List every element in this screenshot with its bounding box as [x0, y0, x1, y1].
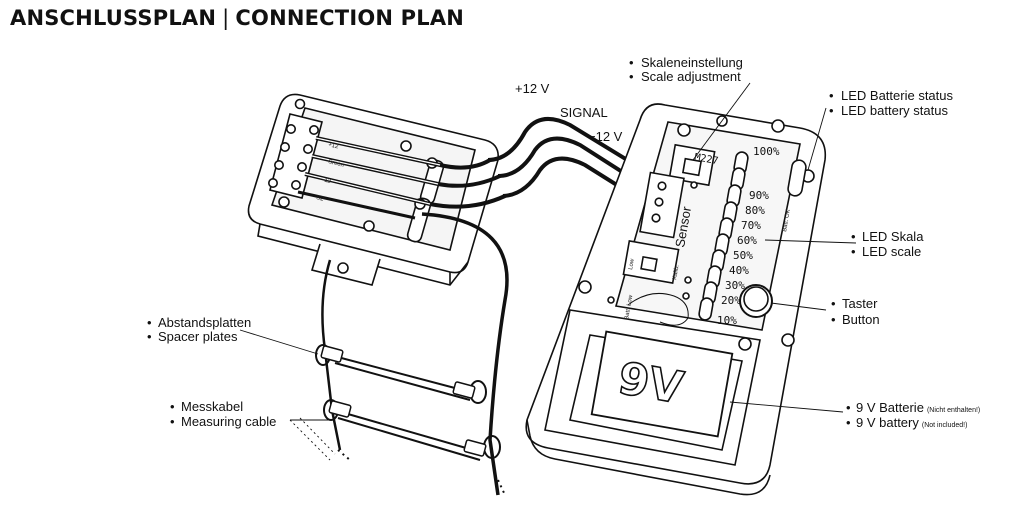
title-de: ANSCHLUSSPLAN — [10, 6, 217, 30]
scale-80: 80% — [745, 204, 765, 217]
bullet: • — [846, 400, 851, 415]
term-label-plus12: +12 — [328, 142, 340, 150]
battery-en: 9 V battery — [856, 415, 919, 430]
junction-terminal-labels: +12 Sreen -12 S2 — [316, 142, 345, 203]
callout-scale-adjustment: • Skaleneinstellung • Scale adjustment — [629, 55, 743, 84]
term-label-minus12: -12 — [322, 177, 333, 185]
scale-90: 90% — [749, 189, 769, 202]
lower-pot-label-2: Kalib. — [672, 264, 681, 280]
bullet: • — [147, 329, 152, 344]
svg-text:9 V Batterie(Nicht enthalten!): 9 V Batterie(Nicht enthalten!) — [856, 400, 980, 415]
scale-50: 50% — [733, 249, 753, 262]
bullet: • — [846, 415, 851, 430]
callout-led-scale: • LED Skala • LED scale — [851, 229, 924, 259]
cable-de: Messkabel — [181, 399, 243, 414]
svg-text:9 V battery(Not included!): 9 V battery(Not included!) — [856, 415, 967, 430]
battery-de: 9 V Batterie — [856, 400, 924, 415]
spacer-plates — [320, 345, 487, 457]
lower-pot-label: Low — [628, 258, 636, 271]
bullet: • — [147, 315, 152, 330]
control-unit — [525, 103, 827, 496]
scale-10: 10% — [717, 314, 737, 327]
cable-en: Measuring cable — [181, 414, 276, 429]
measuring-cables — [315, 212, 509, 496]
bullet: • — [831, 312, 836, 327]
term-label-screen: Sreen — [328, 159, 345, 169]
junction-internal-wires — [297, 136, 506, 220]
battery-en-note: (Not included!) — [922, 422, 968, 429]
callout-spacer-plates: • Abstandsplatten • Spacer plates — [147, 315, 251, 344]
led-scale-en: LED scale — [862, 244, 921, 259]
bullet: • — [851, 244, 856, 259]
title-en: CONNECTION PLAN — [235, 6, 465, 30]
internal-wire-loop — [627, 293, 689, 326]
leader-lines — [239, 82, 857, 461]
scale-60: 60% — [737, 234, 757, 247]
scale-adjust-de: Skaleneinstellung — [641, 55, 743, 70]
bullet: • — [831, 296, 836, 311]
led-scale-de: LED Skala — [862, 229, 924, 244]
button-en: Button — [842, 312, 880, 327]
batt-ok-label: Batt. OK — [782, 209, 792, 232]
battery-9v-text: 9V — [614, 353, 687, 414]
led-column — [698, 151, 749, 321]
page-title: ANSCHLUSSPLAN|CONNECTION PLAN — [10, 6, 464, 30]
wire-label-minus12: −12 V — [588, 129, 623, 144]
callout-led-battery: • LED Batterie status • LED battery stat… — [829, 88, 953, 118]
wire-label-plus12: +12 V — [515, 81, 550, 96]
bullet: • — [170, 414, 175, 429]
sensor-label: Sensor — [672, 205, 694, 249]
scale-20: 20% — [721, 294, 741, 307]
bullet: • — [829, 103, 834, 118]
scale-70: 70% — [741, 219, 761, 232]
title-separator: | — [222, 6, 230, 30]
scale-40: 40% — [729, 264, 749, 277]
bullet: • — [629, 69, 634, 84]
spacer-en: Spacer plates — [158, 329, 238, 344]
scale-adjust-en: Scale adjustment — [641, 69, 741, 84]
callout-measuring-cable: • Messkabel • Measuring cable — [170, 399, 276, 429]
device-printing: M227 Sensor 100% 90% 80% 70% 60% 50% 40%… — [614, 145, 792, 415]
battery-de-note: (Nicht enthalten!) — [927, 407, 980, 414]
chip-label: M227 — [693, 152, 719, 167]
wire-label-signal: SIGNAL — [560, 105, 608, 120]
button-de: Taster — [842, 296, 878, 311]
bullet: • — [629, 55, 634, 70]
bullet: • — [170, 399, 175, 414]
led-battery-de: LED Batterie status — [841, 88, 953, 103]
led-battery-en: LED battery status — [841, 103, 948, 118]
term-label-s2: S2 — [316, 195, 325, 203]
scale-30: 30% — [725, 279, 745, 292]
batt-low-label: Batt. Low — [624, 294, 634, 320]
bullet: • — [851, 229, 856, 244]
bullet: • — [829, 88, 834, 103]
main-cable — [487, 116, 662, 214]
wire-labels: +12 V SIGNAL −12 V — [515, 81, 623, 144]
callout-battery: • 9 V Batterie(Nicht enthalten!) • 9 V b… — [846, 400, 980, 430]
spacer-de: Abstandsplatten — [158, 315, 251, 330]
scale-100: 100% — [753, 145, 780, 158]
callout-button: • Taster • Button — [831, 296, 880, 327]
